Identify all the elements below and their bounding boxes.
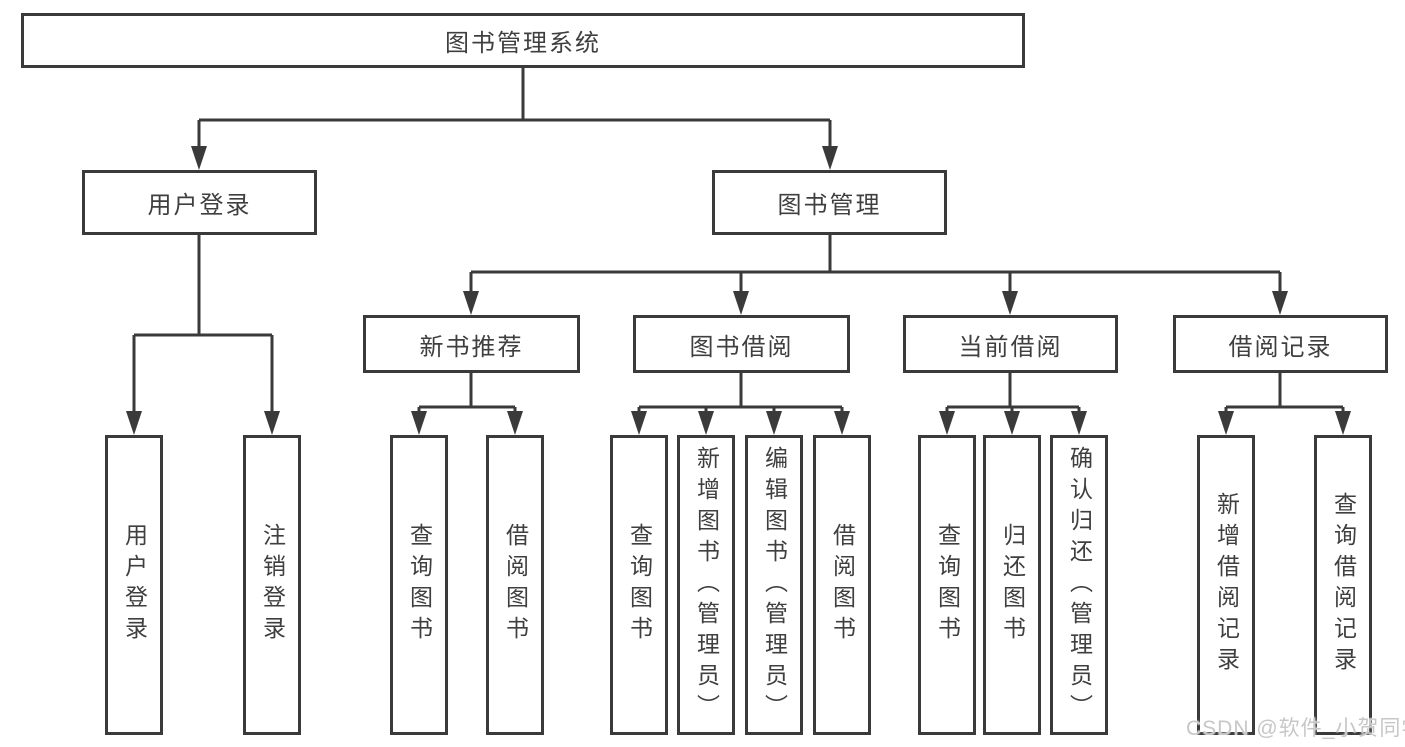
node-new-book-recommend-label: 新书推荐 bbox=[419, 333, 524, 361]
node-user-login-label: 用户登录 bbox=[147, 192, 252, 219]
leaf-query-borrow-record-label: 查询借阅记录 bbox=[1330, 492, 1357, 678]
leaf-confirm-return-admin-label: 确认归还（管理员） bbox=[1066, 445, 1093, 725]
leaf-query-borrow-record: 查询借阅记录 bbox=[1314, 435, 1372, 735]
leaf-query-books-recommend-label: 查询图书 bbox=[406, 523, 433, 647]
node-root: 图书管理系统 bbox=[21, 13, 1025, 68]
leaf-borrow-books-borrow-label: 借阅图书 bbox=[829, 523, 856, 647]
leaf-borrow-books-recommend: 借阅图书 bbox=[486, 435, 544, 735]
leaf-borrow-books-recommend-label: 借阅图书 bbox=[502, 523, 529, 647]
leaf-user-login: 用户登录 bbox=[105, 435, 163, 735]
leaf-add-borrow-record-label: 新增借阅记录 bbox=[1213, 492, 1240, 678]
node-book-borrow: 图书借阅 bbox=[633, 315, 850, 373]
node-borrow-records-label: 借阅记录 bbox=[1228, 333, 1333, 361]
arrowheads bbox=[126, 146, 1351, 435]
leaf-add-borrow-record: 新增借阅记录 bbox=[1197, 435, 1255, 735]
node-book-management: 图书管理 bbox=[712, 170, 947, 235]
leaf-user-login-label: 用户登录 bbox=[121, 523, 148, 647]
leaf-query-books-recommend: 查询图书 bbox=[390, 435, 448, 735]
leaf-logout-label: 注销登录 bbox=[259, 523, 286, 647]
leaf-add-book-admin-label: 新增图书（管理员） bbox=[693, 445, 720, 725]
leaf-edit-book-admin: 编辑图书（管理员） bbox=[745, 435, 803, 735]
leaf-query-books-borrow: 查询图书 bbox=[610, 435, 668, 735]
node-user-login: 用户登录 bbox=[82, 170, 317, 235]
leaf-query-books-current-label: 查询图书 bbox=[934, 523, 961, 647]
watermark-text: CSDN @软件_小贺同学 bbox=[1186, 717, 1405, 740]
node-book-management-label: 图书管理 bbox=[777, 192, 882, 219]
node-book-borrow-label: 图书借阅 bbox=[689, 333, 794, 361]
node-new-book-recommend: 新书推荐 bbox=[363, 315, 580, 373]
leaf-add-book-admin: 新增图书（管理员） bbox=[677, 435, 735, 735]
leaf-edit-book-admin-label: 编辑图书（管理员） bbox=[761, 445, 788, 725]
node-current-borrow: 当前借阅 bbox=[903, 315, 1118, 373]
leaf-confirm-return-admin: 确认归还（管理员） bbox=[1050, 435, 1108, 735]
leaf-borrow-books-borrow: 借阅图书 bbox=[813, 435, 871, 735]
leaf-return-book-label: 归还图书 bbox=[999, 523, 1026, 647]
leaf-query-books-borrow-label: 查询图书 bbox=[626, 523, 653, 647]
leaf-logout: 注销登录 bbox=[243, 435, 301, 735]
node-current-borrow-label: 当前借阅 bbox=[958, 333, 1063, 361]
node-root-label: 图书管理系统 bbox=[445, 30, 601, 57]
leaf-query-books-current: 查询图书 bbox=[918, 435, 976, 735]
leaf-return-book: 归还图书 bbox=[983, 435, 1041, 735]
node-borrow-records: 借阅记录 bbox=[1173, 315, 1388, 373]
